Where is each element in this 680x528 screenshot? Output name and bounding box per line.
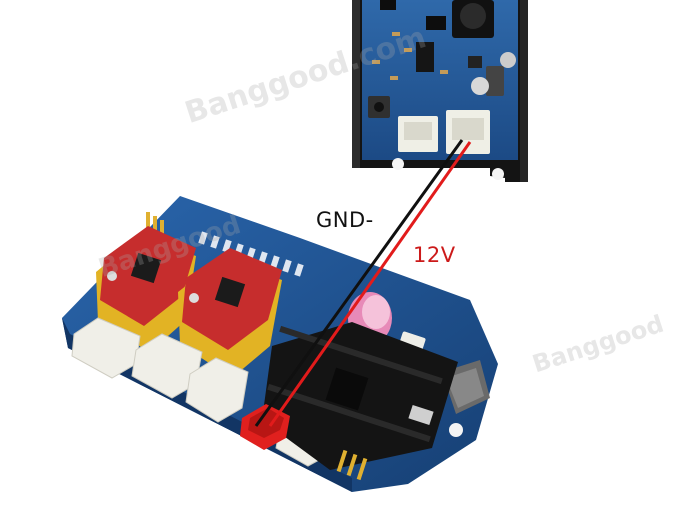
12v-label: 12V [413, 243, 456, 267]
laser-driver-module [352, 0, 528, 182]
gnd-label: GND- [316, 208, 374, 232]
stepper-driver-1 [96, 226, 196, 352]
power-wires [254, 139, 472, 427]
controller-board [62, 196, 498, 492]
stepper-driver-2 [178, 248, 282, 378]
arduino-nano [262, 322, 458, 470]
